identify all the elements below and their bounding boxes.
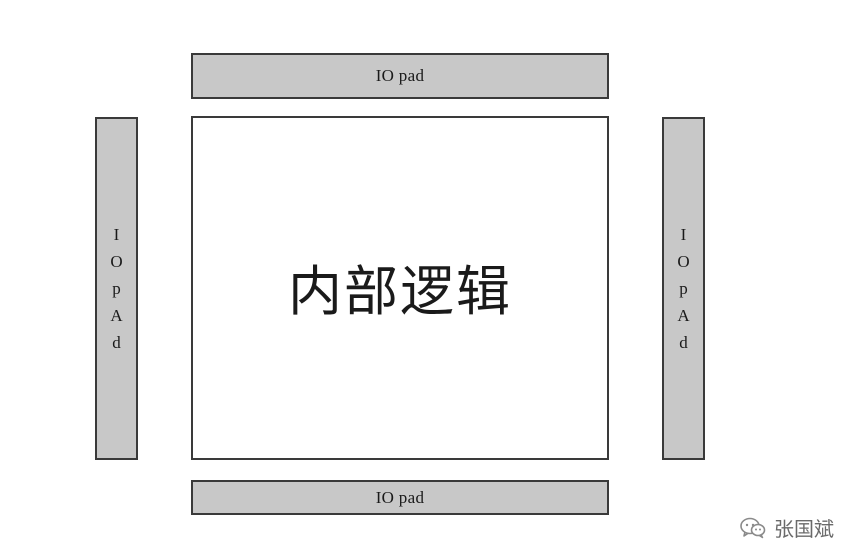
io-pad-right-char: I: [680, 225, 687, 244]
io-pad-left: I O p A d: [95, 117, 138, 460]
io-pad-left-char: A: [110, 306, 123, 325]
io-pad-left-char: O: [110, 252, 123, 271]
io-pad-right-char: p: [679, 279, 688, 298]
io-pad-right: I O p A d: [662, 117, 705, 460]
watermark: 张国斌: [740, 513, 834, 542]
io-pad-right-char: d: [679, 333, 688, 352]
io-pad-right-char: O: [677, 252, 690, 271]
wechat-icon: [740, 517, 766, 538]
io-pad-top: IO pad: [191, 53, 609, 99]
io-pad-bottom-label: IO pad: [375, 487, 425, 507]
io-pad-left-label: I O p A d: [110, 221, 122, 356]
io-pad-bottom: IO pad: [191, 480, 609, 515]
io-pad-top-label: IO pad: [375, 66, 425, 85]
io-pad-left-char: d: [112, 333, 121, 352]
core-label: 内部逻辑: [288, 259, 512, 323]
io-pad-left-char: p: [112, 279, 121, 298]
io-pad-right-label: I O p A d: [677, 221, 689, 356]
watermark-text: 张国斌: [774, 517, 834, 541]
io-pad-right-char: A: [677, 306, 690, 325]
internal-logic-core: 内部逻辑: [191, 116, 609, 460]
io-pad-left-char: I: [113, 225, 120, 244]
